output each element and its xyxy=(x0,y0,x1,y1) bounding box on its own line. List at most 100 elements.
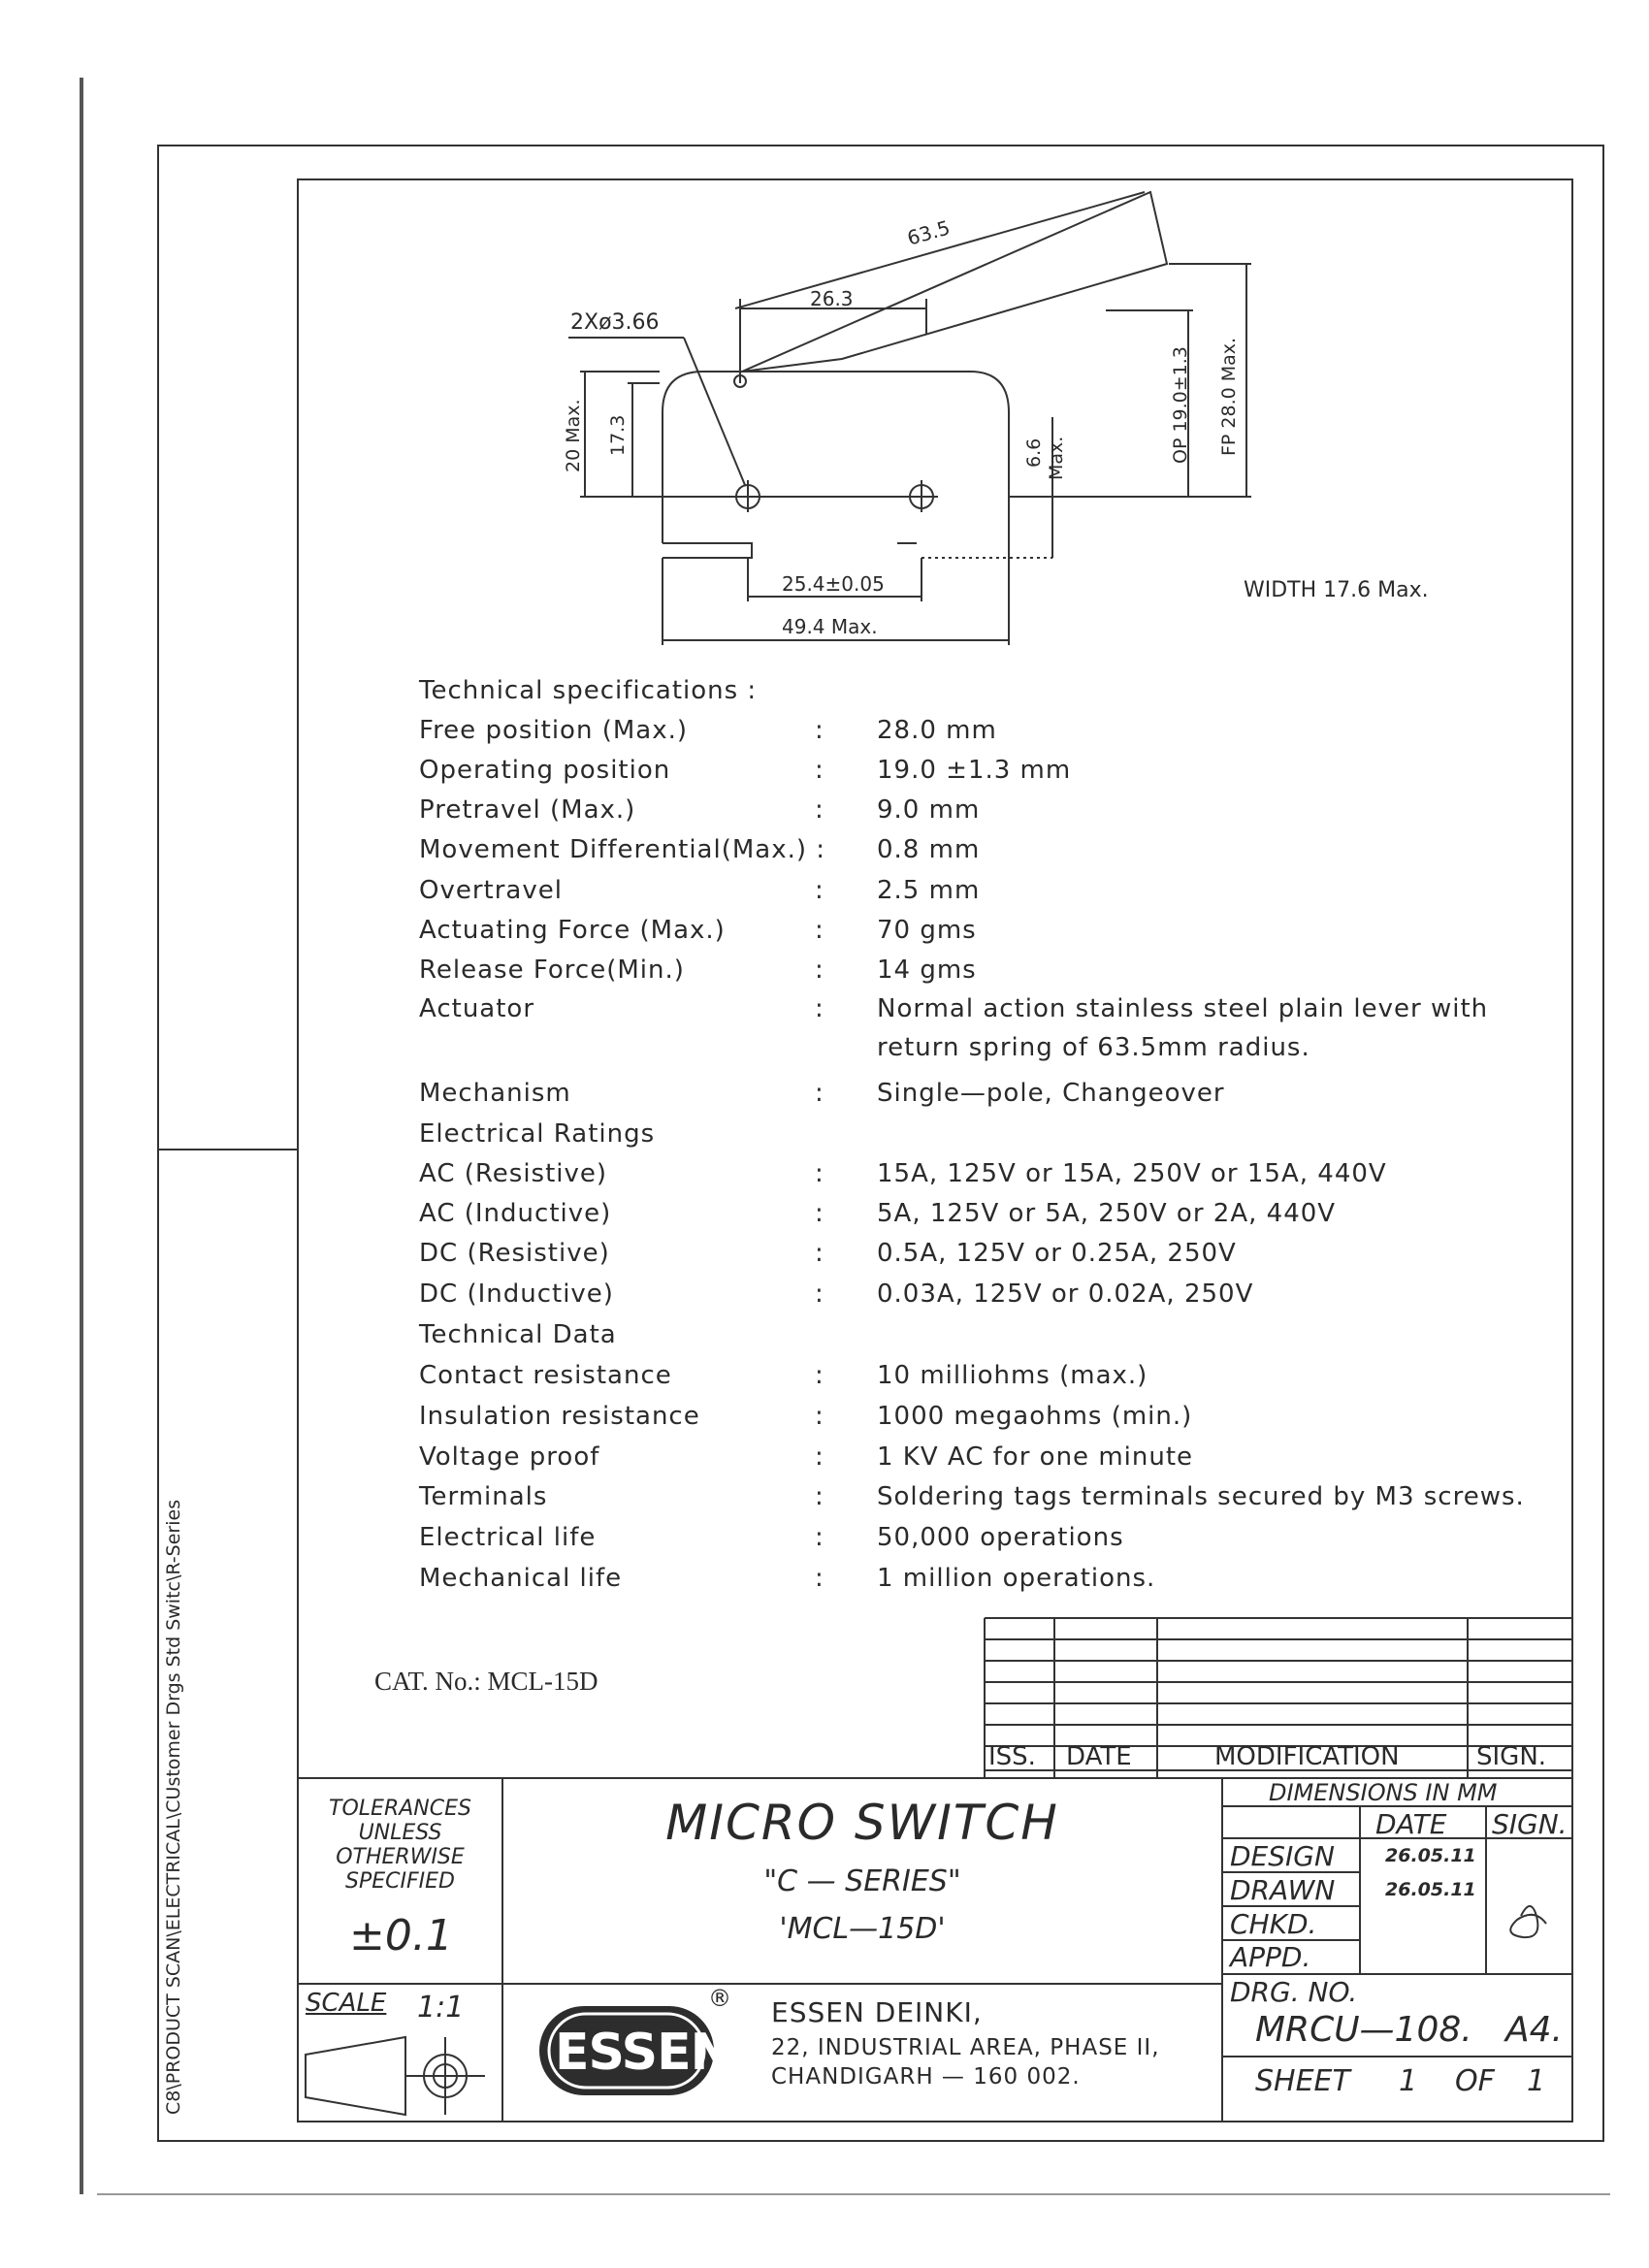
company-address-line1: 22, INDUSTRIAL AREA, PHASE II, xyxy=(771,2035,1160,2060)
spec-colon: : xyxy=(815,994,824,1023)
spec-label: DC (Resistive) xyxy=(419,1239,610,1268)
spec-value: 5A, 125V or 5A, 250V or 2A, 440V xyxy=(877,1199,1337,1228)
spec-colon: : xyxy=(815,1482,824,1511)
switch-body xyxy=(662,371,1010,543)
spec-value: Normal action stainless steel plain leve… xyxy=(877,994,1489,1023)
spec-colon: : xyxy=(815,1523,824,1552)
spec-value: 28.0 mm xyxy=(877,716,997,745)
spec-value: 9.0 mm xyxy=(877,795,981,825)
rev-modification-header: MODIFICATION xyxy=(1214,1742,1400,1771)
drawing-number: MRCU—108. xyxy=(1255,2010,1472,2050)
company-address-line2: CHANDIGARH — 160 002. xyxy=(771,2064,1081,2090)
spec-colon: : xyxy=(815,1239,824,1268)
switch-drawing xyxy=(568,190,1251,645)
spec-value: 15A, 125V or 15A, 250V or 15A, 440V xyxy=(877,1159,1387,1188)
tolerance-line: TOLERANCES xyxy=(329,1797,471,1821)
revision-table-lines xyxy=(984,1617,1572,1778)
drawn-date: 26.05.11 xyxy=(1385,1879,1476,1900)
spec-label: AC (Inductive) xyxy=(419,1199,612,1228)
spec-value-continued: return spring of 63.5mm radius. xyxy=(877,1033,1310,1062)
dim-hole-spacing-top: 26.3 xyxy=(810,287,854,310)
registered-mark: ® xyxy=(708,1985,731,2012)
spec-label: Release Force(Min.) xyxy=(419,956,685,985)
signature-mark xyxy=(1509,1905,1547,1939)
company-name: ESSEN DEINKI, xyxy=(771,1996,983,2028)
switch-lever xyxy=(741,190,1169,373)
spec-value: 1 KV AC for one minute xyxy=(877,1442,1194,1472)
spec-value: Soldering tags terminals secured by M3 s… xyxy=(877,1482,1525,1511)
drawn-label: DRAWN xyxy=(1230,1874,1336,1906)
dim-free-position: FP 28.0 Max. xyxy=(1218,337,1240,456)
spec-colon: : xyxy=(815,795,824,825)
dimensions-unit-note: DIMENSIONS IN MM xyxy=(1269,1779,1498,1806)
dim-width: WIDTH 17.6 Max. xyxy=(1244,578,1429,602)
spec-value: 1000 megaohms (min.) xyxy=(877,1402,1193,1431)
spec-colon: : xyxy=(815,1402,824,1431)
scale-label: SCALE xyxy=(306,1989,387,2018)
spec-label: Mechanical life xyxy=(419,1564,623,1593)
essen-logo: ESSEN xyxy=(555,2024,732,2082)
sheet-number: 1 xyxy=(1399,2064,1418,2098)
rev-date-header: DATE xyxy=(1066,1742,1132,1771)
spec-label: Overtravel xyxy=(419,876,563,905)
catalog-number: CAT. No.: MCL-15D xyxy=(374,1667,598,1696)
dim-hole-spacing-bottom: 25.4±0.05 xyxy=(782,572,885,596)
spec-label: AC (Resistive) xyxy=(419,1159,608,1188)
dim-operating-position: OP 19.0±1.3 xyxy=(1170,346,1191,464)
approved-label: APPD. xyxy=(1230,1941,1311,1973)
spec-label: Actuating Force (Max.) xyxy=(419,916,726,945)
drawing-series: "C — SERIES" xyxy=(763,1864,961,1898)
scale-value: 1:1 xyxy=(417,1991,465,2025)
drawing-number-label: DRG. NO. xyxy=(1230,1976,1358,2008)
approval-sign-header: SIGN. xyxy=(1492,1808,1568,1840)
spec-value: 0.8 mm xyxy=(877,835,981,864)
sheet-total: 1 xyxy=(1527,2064,1546,2098)
rev-sign-header: SIGN. xyxy=(1476,1742,1547,1771)
drawing-title-area: MICRO SWITCH "C — SERIES" 'MCL—15D' xyxy=(504,1795,1220,1946)
approval-date-header: DATE xyxy=(1375,1808,1447,1840)
spec-colon: : xyxy=(815,716,824,745)
spec-colon: : xyxy=(815,1564,824,1593)
design-date: 26.05.11 xyxy=(1385,1845,1476,1866)
spec-label: Contact resistance xyxy=(419,1361,672,1390)
spec-label: Actuator xyxy=(419,994,535,1023)
spec-label: Voltage proof xyxy=(419,1442,600,1472)
dim-length-max: 49.4 Max. xyxy=(782,615,878,638)
spec-colon: : xyxy=(815,1079,824,1108)
sheet-label: SHEET xyxy=(1255,2064,1350,2098)
tolerance-note: TOLERANCES UNLESS OTHERWISE SPECIFIED xyxy=(301,1797,500,1894)
spec-colon: : xyxy=(815,1159,824,1188)
spec-label: Operating position xyxy=(419,756,671,785)
spec-label: Technical Data xyxy=(419,1320,617,1349)
spec-label: Electrical Ratings xyxy=(419,1119,656,1149)
spec-value: 19.0 ±1.3 mm xyxy=(877,756,1072,785)
spec-colon: : xyxy=(815,916,824,945)
spec-value: 0.5A, 125V or 0.25A, 250V xyxy=(877,1239,1237,1268)
spec-label: Movement Differential(Max.) : xyxy=(419,835,826,864)
spec-colon: : xyxy=(815,876,824,905)
spec-colon: : xyxy=(815,756,824,785)
spec-value: 14 gms xyxy=(877,956,977,985)
spec-label: Pretravel (Max.) xyxy=(419,795,636,825)
spec-label: Electrical life xyxy=(419,1523,597,1552)
drawing-title: MICRO SWITCH xyxy=(665,1795,1059,1851)
spec-value: 1 million operations. xyxy=(877,1564,1156,1593)
tolerance-line: SPECIFIED xyxy=(345,1869,455,1894)
spec-label: Terminals xyxy=(419,1482,548,1511)
spec-value: 50,000 operations xyxy=(877,1523,1124,1552)
tolerance-line: UNLESS xyxy=(358,1821,442,1845)
spec-value: 2.5 mm xyxy=(877,876,981,905)
spec-value: 0.03A, 125V or 0.02A, 250V xyxy=(877,1280,1254,1309)
spec-colon: : xyxy=(815,956,824,985)
spec-label: DC (Inductive) xyxy=(419,1280,614,1309)
spec-value: Single—pole, Changeover xyxy=(877,1079,1225,1108)
tolerance-line: OTHERWISE xyxy=(336,1845,465,1869)
spec-value: 70 gms xyxy=(877,916,977,945)
spec-label: Free position (Max.) xyxy=(419,716,688,745)
spec-colon: : xyxy=(815,1442,824,1472)
sheet-of-label: OF xyxy=(1455,2064,1495,2098)
outer-frame xyxy=(157,145,1604,2142)
title-block-lines xyxy=(298,1777,1572,2122)
essen-logo-badge xyxy=(539,2006,714,2095)
